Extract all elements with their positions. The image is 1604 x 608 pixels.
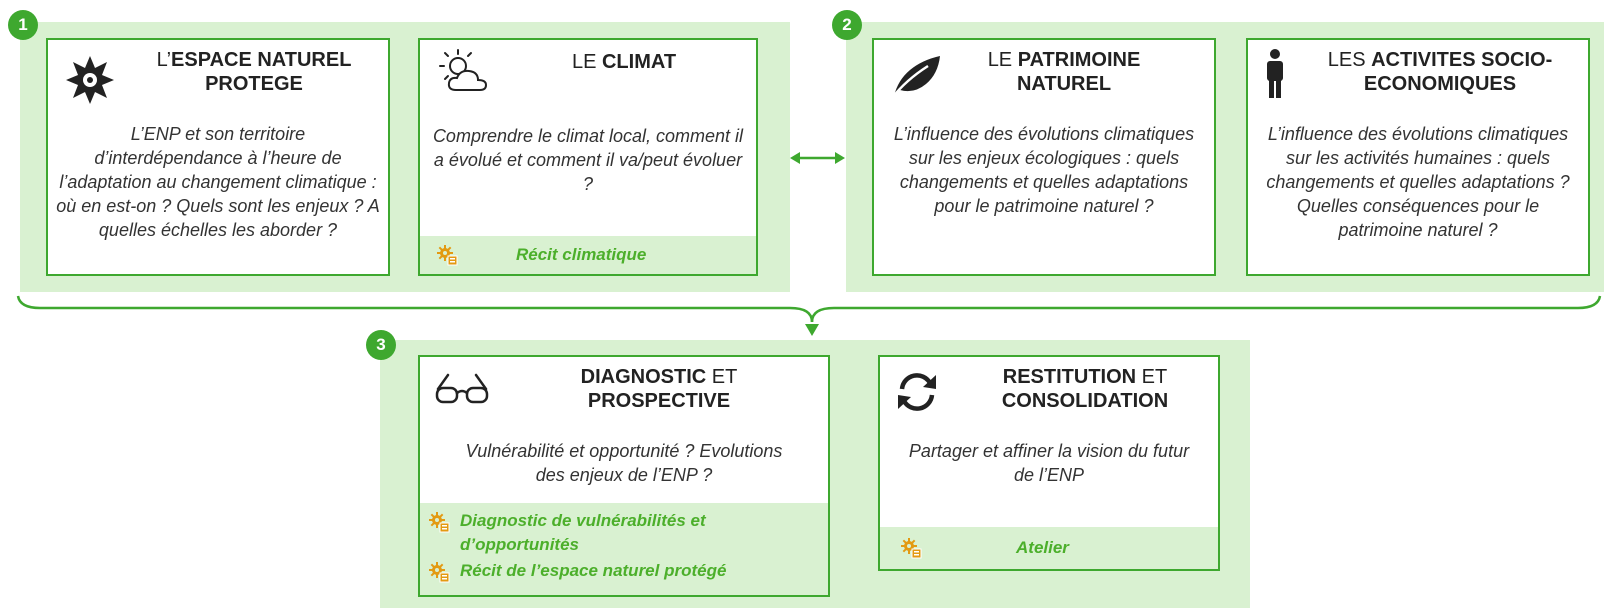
tool-diagnostic-vulnerabilites[interactable]: Diagnostic de vulnérabilités et d’opport… [428, 509, 818, 557]
person-icon [1264, 48, 1286, 105]
tools-footer: Atelier [880, 527, 1218, 569]
gear-document-icon [901, 538, 922, 559]
gear-document-icon [429, 562, 450, 583]
tool-recit-espace-naturel[interactable]: Récit de l’espace naturel protégé [428, 559, 818, 583]
card-description: L’ENP et son territoire d’interdépendanc… [56, 124, 380, 240]
card-title: LE PATRIMOINE NATUREL [987, 49, 1141, 95]
step-badge-1: 1 [8, 10, 38, 40]
tool-recit-climatique[interactable]: Récit climatique [436, 243, 646, 267]
card-activites-socio-economiques: LES ACTIVITES SOCIO-ECONOMIQUES L’influe… [1246, 38, 1590, 276]
card-description: L’influence des évolutions climatiques s… [1266, 124, 1570, 240]
tools-footer: Récit climatique [420, 236, 756, 274]
card-title: L’ESPACE NATUREL PROTEGE [156, 49, 352, 95]
snowflake-star-icon [64, 54, 116, 111]
refresh-icon [892, 367, 942, 422]
glasses-icon [434, 371, 490, 410]
card-title: LE CLIMAT [571, 51, 677, 73]
gear-document-icon [437, 245, 458, 266]
card-description: L’influence des évolutions climatiques s… [893, 124, 1195, 216]
card-patrimoine-naturel: LE PATRIMOINE NATUREL L’influence des év… [872, 38, 1216, 276]
step-badge-3: 3 [366, 330, 396, 360]
card-climat: LE CLIMAT Comprendre le climat local, co… [418, 38, 758, 276]
gear-document-icon [429, 512, 450, 533]
step-badge-2: 2 [832, 10, 862, 40]
leaf-icon [888, 50, 942, 105]
sun-cloud-icon [436, 46, 498, 101]
tool-atelier[interactable]: Atelier [900, 536, 1069, 560]
card-description: Comprendre le climat local, comment il a… [432, 126, 744, 194]
card-espace-naturel-protege: L’ESPACE NATUREL PROTEGE L’ENP et son te… [46, 38, 390, 276]
tools-footer: Diagnostic de vulnérabilités et d’opport… [420, 503, 828, 595]
card-description: Vulnérabilité et opportunité ? Evolution… [465, 441, 783, 485]
card-description: Partager et affiner la vision du futur d… [908, 441, 1190, 485]
card-title: LES ACTIVITES SOCIO-ECONOMIQUES [1327, 49, 1553, 95]
